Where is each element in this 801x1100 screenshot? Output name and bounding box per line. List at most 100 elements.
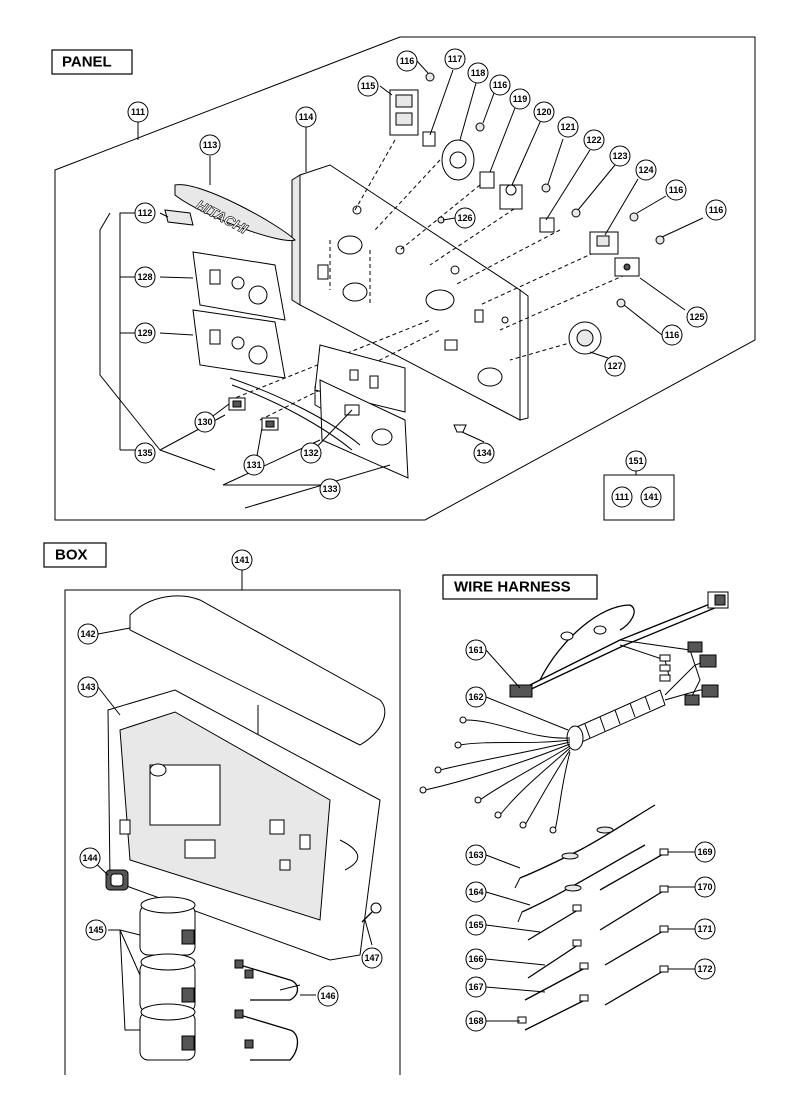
svg-text:169: 169 <box>697 847 712 857</box>
panel-section-label: PANEL <box>62 54 112 71</box>
svg-text:117: 117 <box>448 54 463 64</box>
svg-text:120: 120 <box>536 107 551 117</box>
callout: 147 <box>361 947 383 969</box>
wire-harness-label-box <box>442 574 598 600</box>
kit-box-151 <box>603 474 675 521</box>
wire-166 <box>527 939 582 979</box>
callout: 127 <box>604 355 626 377</box>
box-label-box <box>43 542 107 568</box>
svg-text:167: 167 <box>468 982 483 992</box>
svg-text:171: 171 <box>697 924 712 934</box>
wire-170 <box>599 885 669 931</box>
svg-text:144: 144 <box>82 853 97 863</box>
part-122 <box>539 217 555 233</box>
svg-text:111: 111 <box>615 492 629 502</box>
svg-text:118: 118 <box>471 68 486 78</box>
wire-171 <box>604 925 669 966</box>
svg-text:172: 172 <box>697 964 712 974</box>
svg-text:142: 142 <box>80 629 95 639</box>
svg-text:141: 141 <box>234 555 249 565</box>
panel-section: PANEL <box>51 36 756 521</box>
callout: 112 <box>134 202 156 224</box>
svg-text:125: 125 <box>689 312 704 322</box>
callout: 163 <box>465 844 487 866</box>
callout: 144 <box>79 847 101 869</box>
callout: 134 <box>473 442 495 464</box>
breaker-119 <box>479 171 495 189</box>
svg-text:127: 127 <box>607 361 622 371</box>
grommet-144 <box>105 869 129 891</box>
callout: 114 <box>295 106 317 128</box>
callout: 142 <box>77 623 99 645</box>
callout: 121 <box>557 116 579 138</box>
callout: 113 <box>199 134 221 156</box>
callout: 164 <box>465 881 487 903</box>
svg-text:116: 116 <box>400 56 415 66</box>
svg-text:122: 122 <box>586 135 601 145</box>
svg-text:123: 123 <box>612 151 627 161</box>
svg-text:170: 170 <box>697 882 712 892</box>
callout: 116 <box>489 74 511 96</box>
svg-text:116: 116 <box>669 185 684 195</box>
svg-text:163: 163 <box>468 850 483 860</box>
wire-172 <box>604 965 669 1006</box>
callout: 145 <box>85 919 107 941</box>
svg-text:143: 143 <box>80 682 95 692</box>
callout: 124 <box>635 159 657 181</box>
callout: 171 <box>694 918 716 940</box>
box-section-label: BOX <box>55 547 88 564</box>
breaker-120 <box>499 184 523 210</box>
wing-nut-134 <box>453 424 467 433</box>
callout: 167 <box>465 976 487 998</box>
callout: 132 <box>300 442 322 464</box>
svg-text:162: 162 <box>468 692 483 702</box>
callout: 133 <box>319 478 341 500</box>
svg-text:119: 119 <box>513 94 528 104</box>
sticker-128 <box>192 251 286 321</box>
sticker-129 <box>192 309 286 379</box>
callout: 125 <box>686 306 708 328</box>
svg-text:114: 114 <box>299 112 314 122</box>
part-124 <box>589 231 619 255</box>
svg-text:126: 126 <box>457 213 472 223</box>
callout: 162 <box>465 686 487 708</box>
callout: 116 <box>665 179 687 201</box>
svg-text:164: 164 <box>468 887 483 897</box>
callout: 169 <box>694 841 716 863</box>
box-boundary <box>64 589 401 1075</box>
panel-boundary <box>54 36 756 521</box>
svg-text:130: 130 <box>197 417 212 427</box>
wire-harness-section: WIRE HARNESS <box>419 574 729 1032</box>
callout: 118 <box>467 62 489 84</box>
svg-text:165: 165 <box>468 920 483 930</box>
svg-text:133: 133 <box>322 484 337 494</box>
callout: 135 <box>134 442 156 464</box>
callout: 122 <box>583 129 605 151</box>
callout: 168 <box>465 1010 487 1032</box>
wire-165 <box>527 904 582 941</box>
callout: 146 <box>317 985 339 1007</box>
callout: 111 <box>127 101 149 123</box>
harness-162 <box>419 654 719 834</box>
callout: 123 <box>609 145 631 167</box>
callout: 115 <box>357 75 379 97</box>
capacitor-145 <box>139 896 196 956</box>
svg-text:145: 145 <box>88 925 103 935</box>
callout: 111 <box>611 486 633 508</box>
svg-text:146: 146 <box>320 991 335 1001</box>
callout: 120 <box>533 101 555 123</box>
wire-harness-section-label: WIRE HARNESS <box>454 579 571 596</box>
callout: 126 <box>454 207 476 229</box>
callout: 116 <box>661 324 683 346</box>
svg-text:132: 132 <box>303 448 318 458</box>
svg-text:112: 112 <box>138 208 153 218</box>
svg-text:116: 116 <box>709 205 724 215</box>
wire-169 <box>599 848 669 891</box>
outlet-127 <box>568 321 602 355</box>
wire-164 <box>517 844 646 923</box>
callout: 172 <box>694 958 716 980</box>
svg-text:166: 166 <box>468 954 483 964</box>
callout: 116 <box>396 50 418 72</box>
callout: 170 <box>694 876 716 898</box>
